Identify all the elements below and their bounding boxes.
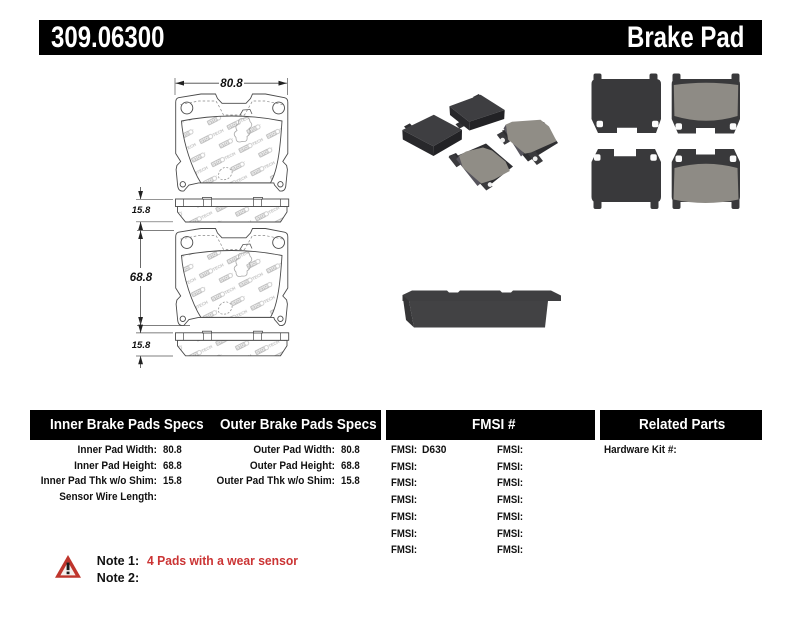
svg-text:68.8: 68.8 [130, 272, 153, 284]
svg-text:15.8: 15.8 [132, 340, 151, 351]
svg-text:80.8: 80.8 [220, 78, 243, 90]
svg-text:15.8: 15.8 [132, 205, 151, 216]
